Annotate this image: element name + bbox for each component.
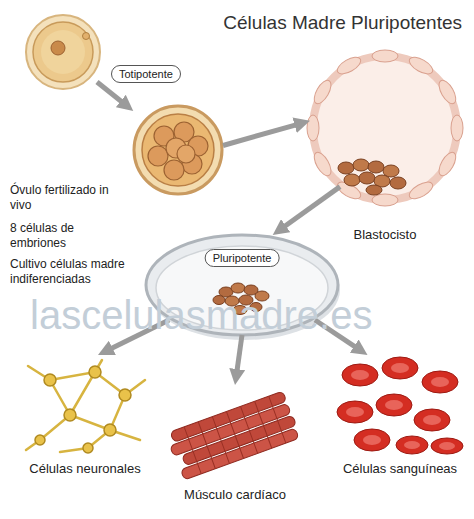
- blood-stage: Células sanguíneas: [335, 355, 465, 455]
- trophoblast-cell: [451, 115, 463, 141]
- red-cell-center: [385, 400, 403, 410]
- inner-cell: [353, 159, 369, 171]
- red-cell: [376, 394, 412, 416]
- egg-nucleus: [51, 41, 65, 55]
- stage-arrow: [236, 335, 242, 377]
- red-cell-center: [431, 377, 449, 387]
- inner-cell: [368, 161, 384, 173]
- neuron-stage: Células neuronales: [20, 355, 150, 455]
- trophoblast-cell: [372, 194, 398, 206]
- neuron-body: [64, 409, 76, 421]
- polar-body: [83, 33, 90, 40]
- neuron-fibres: [26, 360, 145, 452]
- cell-caption: Músculo cardíaco: [184, 487, 286, 502]
- watermark: lascelulasmadre.es: [30, 290, 372, 340]
- red-cell-center: [404, 441, 420, 449]
- red-cell: [354, 429, 390, 451]
- stage-arrow: [223, 123, 302, 145]
- neuron-body: [35, 435, 45, 445]
- inner-cell: [344, 174, 360, 186]
- cell-caption: Células sanguíneas: [343, 461, 457, 476]
- red-cell-center: [363, 435, 381, 445]
- inner-cell: [338, 162, 354, 174]
- red-cell: [342, 364, 378, 386]
- fertilized-egg: [26, 15, 100, 89]
- blastocyst-stage: Blastocisto: [310, 52, 460, 205]
- trophoblast-cell: [436, 78, 459, 107]
- neuron-body: [89, 366, 101, 378]
- egg-cytoplasm: [41, 30, 85, 74]
- trophoblast-cell: [407, 54, 436, 77]
- neuron-body: [83, 443, 93, 453]
- stage-caption: Blastocisto: [354, 227, 417, 242]
- egg-membrane: [33, 22, 93, 82]
- red-cell-center: [439, 442, 455, 450]
- stage-note: Cultivo células madre indiferenciadas: [10, 257, 148, 287]
- neuron-body: [44, 374, 56, 386]
- blastomere: [148, 146, 168, 166]
- red-cell-center: [351, 370, 369, 380]
- potency-tag: Totipotente: [111, 65, 181, 83]
- inner-cell: [359, 172, 375, 184]
- red-cell: [414, 409, 450, 431]
- red-cell-center: [346, 407, 364, 417]
- stage-arrow: [279, 187, 340, 231]
- muscle-stage: Músculo cardíaco: [170, 385, 300, 485]
- blastocyst: [307, 50, 463, 206]
- red-cell: [382, 357, 418, 379]
- red-cell: [337, 401, 373, 423]
- neuron-body: [119, 389, 131, 401]
- inner-cell: [390, 177, 406, 189]
- trophoblast-cell: [372, 50, 398, 62]
- neuron-network: [26, 360, 145, 453]
- cell-caption: Células neuronales: [29, 461, 140, 476]
- trophoblast-cell: [335, 54, 364, 77]
- inner-cell: [366, 185, 382, 195]
- blastomere: [164, 160, 184, 180]
- embryo-body: [142, 114, 214, 186]
- blastocyst-wall: [313, 56, 457, 200]
- red-cell-center: [391, 363, 409, 373]
- eight-cell-embryo: [134, 106, 222, 194]
- cardiac-muscle: [165, 391, 301, 481]
- diagram-title: Células Madre Pluripotentes: [160, 12, 462, 34]
- muscle-striation: [184, 396, 286, 474]
- trophoblast-cell: [311, 78, 334, 107]
- red-cell: [422, 371, 458, 393]
- embryo-stage: Totipotente: [133, 105, 223, 195]
- blastomere: [177, 145, 195, 163]
- stage-note: 8 células de embriones: [10, 221, 105, 251]
- red-cell: [396, 436, 428, 454]
- neuron-body: [104, 424, 116, 436]
- stem-cell: [231, 283, 245, 293]
- embryo-zona: [134, 106, 222, 194]
- trophoblast-cell: [436, 150, 459, 179]
- trophoblast-cell: [311, 150, 334, 179]
- potency-tag: Pluripotente: [205, 249, 280, 267]
- red-cell-center: [423, 415, 441, 425]
- egg-zona: [26, 15, 100, 89]
- stage-note: Óvulo fertilizado in vivo: [10, 183, 128, 213]
- blood-cells: [337, 357, 463, 454]
- red-cell: [431, 438, 463, 454]
- stage-arrow: [97, 82, 127, 106]
- trophoblast-cell: [307, 115, 319, 141]
- muscle-fibre: [181, 428, 299, 480]
- trophoblast-cell: [407, 179, 436, 202]
